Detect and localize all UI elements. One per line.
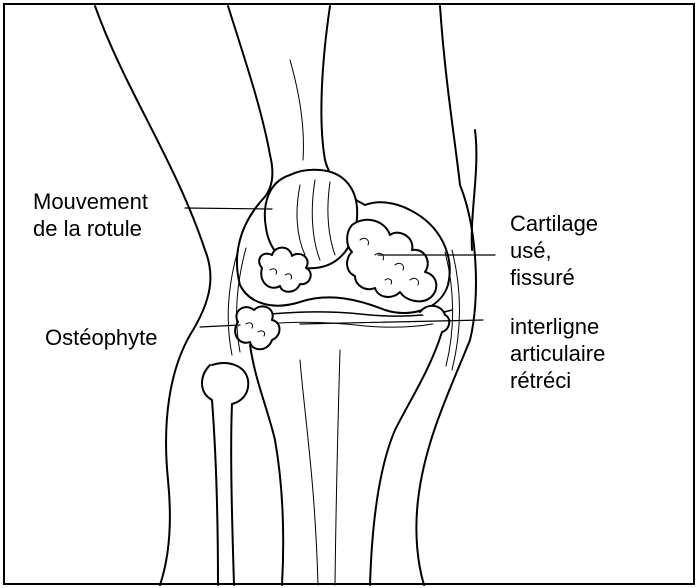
label-cartilage-line3: fissuré (510, 264, 598, 291)
label-space-line1: interligne (510, 313, 605, 340)
label-space-line2: articulaire (510, 340, 605, 367)
figure-border (3, 3, 695, 585)
label-patella-movement: Mouvement de la rotule (33, 188, 148, 242)
label-patella-line2: de la rotule (33, 215, 148, 242)
label-patella-line1: Mouvement (33, 188, 148, 215)
label-narrowed-joint-space: interligne articulaire rétréci (510, 313, 605, 394)
label-space-line3: rétréci (510, 367, 605, 394)
label-cartilage-line1: Cartilage (510, 210, 598, 237)
label-cartilage-line2: usé, (510, 237, 598, 264)
label-osteophyte: Ostéophyte (45, 324, 158, 351)
label-worn-cartilage: Cartilage usé, fissuré (510, 210, 598, 291)
